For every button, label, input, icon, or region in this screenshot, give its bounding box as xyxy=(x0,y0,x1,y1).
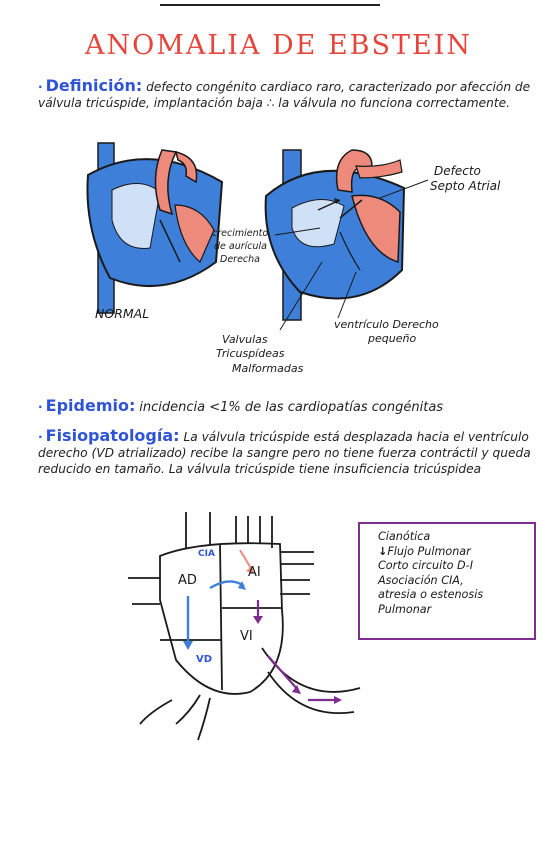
annotation-leaders xyxy=(274,179,429,331)
clinical-summary-box: Cianótica ↓Flujo Pulmonar Corto circuito… xyxy=(358,522,536,640)
cia-label: CIA xyxy=(198,549,215,559)
bullet: · xyxy=(38,80,43,94)
definicion-section: ·Definición: defecto congénito cardiaco … xyxy=(38,78,550,111)
purple-flow-arrow xyxy=(267,655,299,691)
normal-label: NORMAL xyxy=(95,306,149,321)
blue-arrowhead xyxy=(183,641,193,650)
defecto-septo-label: Defecto Septo Atrial xyxy=(430,164,501,193)
fisiopatologia-heading: Fisiopatología: xyxy=(45,426,180,445)
box-line-asociacion: Asociación CIA, xyxy=(378,573,464,587)
blue-arrowhead xyxy=(238,581,246,590)
box-line-pulmonar: Pulmonar xyxy=(378,602,432,616)
normal-heart-illustration xyxy=(86,142,224,314)
ebstein-heart-illustration xyxy=(264,149,406,321)
box-line-flujo: ↓Flujo Pulmonar xyxy=(378,544,471,558)
epidemio-text: incidencia <1% de las cardiopatías congé… xyxy=(139,400,444,415)
epidemio-heading: Epidemio: xyxy=(45,396,136,415)
vd-label: VD xyxy=(196,654,212,665)
fisiopatologia-text: La válvula tricúspide está desplazada ha… xyxy=(38,430,531,476)
page-title: ANOMALIA DE EBSTEIN xyxy=(84,30,473,61)
bullet: · xyxy=(38,430,43,444)
fisiopatologia-section: ·Fisiopatología: La válvula tricúspide e… xyxy=(38,428,550,477)
valvulas-malformadas-label: Valvulas Tricuspídeas Malformadas xyxy=(216,333,304,375)
red-flow-arrow xyxy=(239,549,253,571)
box-line-cortocircuito: Corto circuito D-I xyxy=(378,559,473,572)
epidemio-section: ·Epidemio: incidencia <1% de las cardiop… xyxy=(38,398,550,416)
down-arrow-icon: ↓ xyxy=(378,544,388,558)
definicion-heading: Definición: xyxy=(45,76,143,95)
ventriculo-pequeno-label: ventrículo Derecho pequeño xyxy=(334,318,442,345)
definicion-text: defecto congénito cardiaco raro, caracte… xyxy=(38,80,531,110)
schematic-heart xyxy=(128,512,361,741)
bullet: · xyxy=(38,400,43,414)
top-divider xyxy=(160,4,380,6)
crecimiento-auricula-label: crecimiento de aurícula Derecha xyxy=(212,228,271,265)
blood-flow-blue xyxy=(186,580,245,646)
box-line-atresia: atresia o estenosis xyxy=(378,588,484,601)
vi-label: VI xyxy=(240,629,253,644)
ai-label: AI xyxy=(248,565,261,580)
ad-label: AD xyxy=(178,573,197,588)
box-line-cianotica: Cianótica xyxy=(378,530,431,543)
